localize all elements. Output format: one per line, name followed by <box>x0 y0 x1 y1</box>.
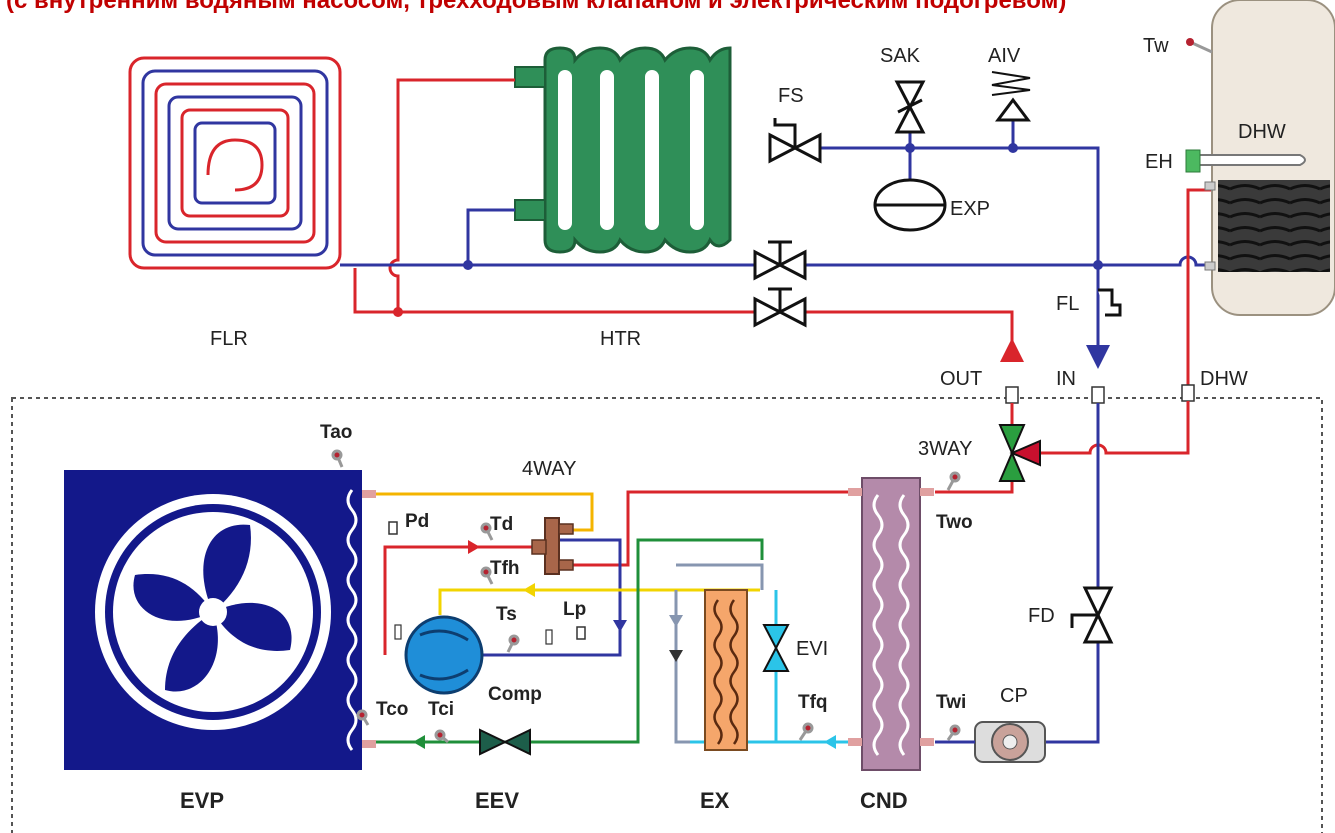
junction-dot <box>1093 260 1103 270</box>
flow-arrow <box>669 615 683 627</box>
outdoor-unit-boundary <box>11 397 1323 833</box>
fd-label: FD <box>1028 605 1055 627</box>
tco-label: Tco <box>376 699 408 720</box>
in-port <box>1091 386 1105 404</box>
four-way-valve <box>531 517 574 575</box>
junction-dot <box>393 307 403 317</box>
twi-label: Twi <box>936 692 966 713</box>
evp-label: EVP <box>180 788 224 813</box>
flow-arrow <box>523 583 535 597</box>
evi-label: EVI <box>796 638 828 660</box>
junction-dot <box>1008 143 1018 153</box>
tfq-label: Tfq <box>798 692 828 713</box>
dhw-coil-pipe <box>1186 188 1212 385</box>
in-label: IN <box>1056 368 1076 390</box>
out-arrow <box>1000 338 1024 362</box>
tci-label: Tci <box>428 699 454 720</box>
shutoff-valve-supply <box>753 287 807 328</box>
aiv-vent <box>991 71 1031 122</box>
eev-label: EEV <box>475 788 519 813</box>
pd-label: Pd <box>405 511 429 532</box>
td-label: Td <box>490 514 513 535</box>
dhw-tank <box>1185 0 1335 316</box>
diagram-title: (с внутренним водяным насосом, трехходов… <box>6 0 1066 14</box>
flow-arrow <box>824 735 836 749</box>
tfh-label: Tfh <box>490 558 520 579</box>
hot-riser-radiator <box>388 78 515 312</box>
exp-label: EXP <box>950 198 990 220</box>
junction-dot <box>463 260 473 270</box>
radiator <box>514 46 732 254</box>
out-label: OUT <box>940 368 982 390</box>
floor-heating-loop <box>128 56 342 270</box>
ex-label: EX <box>700 788 730 813</box>
tw-label: Tw <box>1143 35 1169 57</box>
expansion-tank <box>873 178 947 232</box>
sak-valve <box>894 80 926 134</box>
two-label: Two <box>936 512 973 533</box>
compressor <box>404 615 484 695</box>
sensor-probes <box>331 449 961 744</box>
cnd-hot-out <box>935 480 1014 494</box>
dhw-tank-label: DHW <box>1238 121 1286 143</box>
economizer <box>704 589 748 751</box>
fs-label: FS <box>778 85 804 107</box>
expansion-line <box>820 146 1100 345</box>
htr-label: HTR <box>600 328 641 350</box>
dhw-branch-pipe <box>1040 401 1190 455</box>
comp-label: Comp <box>488 684 542 705</box>
discharge-line <box>383 545 545 655</box>
liquid-line <box>376 538 764 744</box>
flow-arrow <box>613 620 627 632</box>
cold-in-pipe <box>1040 403 1100 744</box>
eev-valve <box>479 728 531 756</box>
pressure-sensors <box>388 521 586 645</box>
ex-bypass-line <box>674 563 764 744</box>
way3-label: 3WAY <box>918 438 972 460</box>
tao-label: Tao <box>320 422 352 443</box>
tw-sensor <box>1186 38 1213 54</box>
condenser <box>848 477 934 771</box>
in-arrow <box>1086 345 1110 369</box>
fl-label: FL <box>1056 293 1079 315</box>
fd-drain-valve <box>1070 586 1114 644</box>
lp-label: Lp <box>563 599 586 620</box>
hot-gas-to-cnd <box>565 490 848 567</box>
hot-supply-pipe <box>353 268 1014 345</box>
shutoff-valve-return <box>753 240 807 281</box>
sak-label: SAK <box>880 45 921 67</box>
flr-label: FLR <box>210 328 248 350</box>
aiv-label: AIV <box>988 45 1021 67</box>
evi-valve <box>762 624 790 672</box>
out-port <box>1005 386 1019 404</box>
eh-label: EH <box>1145 151 1173 173</box>
three-way-valve <box>998 424 1041 482</box>
dhw-port <box>1181 384 1195 402</box>
fl-filter <box>1098 288 1122 317</box>
fs-valve <box>768 118 822 164</box>
way4-label: 4WAY <box>522 458 576 480</box>
flow-arrow <box>669 650 683 662</box>
cp-label: CP <box>1000 685 1028 707</box>
cold-riser-radiator <box>466 208 515 265</box>
flow-arrow <box>468 540 480 554</box>
cnd-label: CND <box>860 788 908 813</box>
injection-line <box>438 588 760 615</box>
suction-line <box>480 538 622 657</box>
ts-label: Ts <box>496 604 517 625</box>
junction-dot <box>905 143 915 153</box>
circulation-pump <box>974 721 1046 763</box>
dhw-port-label: DHW <box>1200 368 1248 390</box>
flow-arrow <box>413 735 425 749</box>
evaporator <box>64 470 376 770</box>
